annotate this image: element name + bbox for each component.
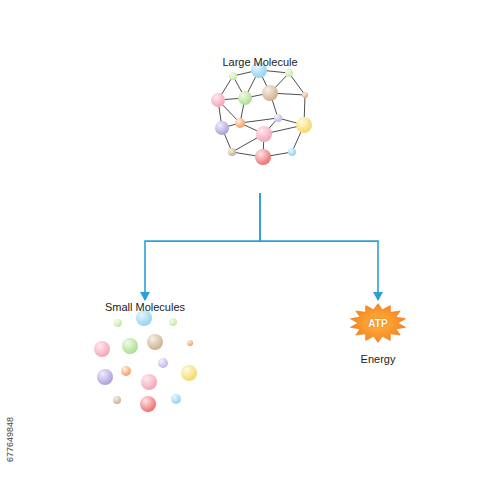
node-label: Small Molecules xyxy=(105,300,185,314)
stock-id-watermark: 677649848 xyxy=(5,417,15,462)
node-label: Energy xyxy=(361,352,396,366)
molecule-bonds xyxy=(218,70,305,157)
split-arrow xyxy=(260,193,378,300)
small-molecules-node: Small Molecules xyxy=(80,300,210,443)
node-label: Large Molecule xyxy=(222,55,297,69)
atp-label: ATP xyxy=(368,300,387,331)
large-molecule-atoms xyxy=(211,62,312,165)
energy-node: ATP Energy xyxy=(343,300,413,366)
small-molecule-atoms xyxy=(94,310,197,412)
large-molecule-node: Large Molecule xyxy=(195,55,325,193)
split-arrow xyxy=(145,193,260,300)
